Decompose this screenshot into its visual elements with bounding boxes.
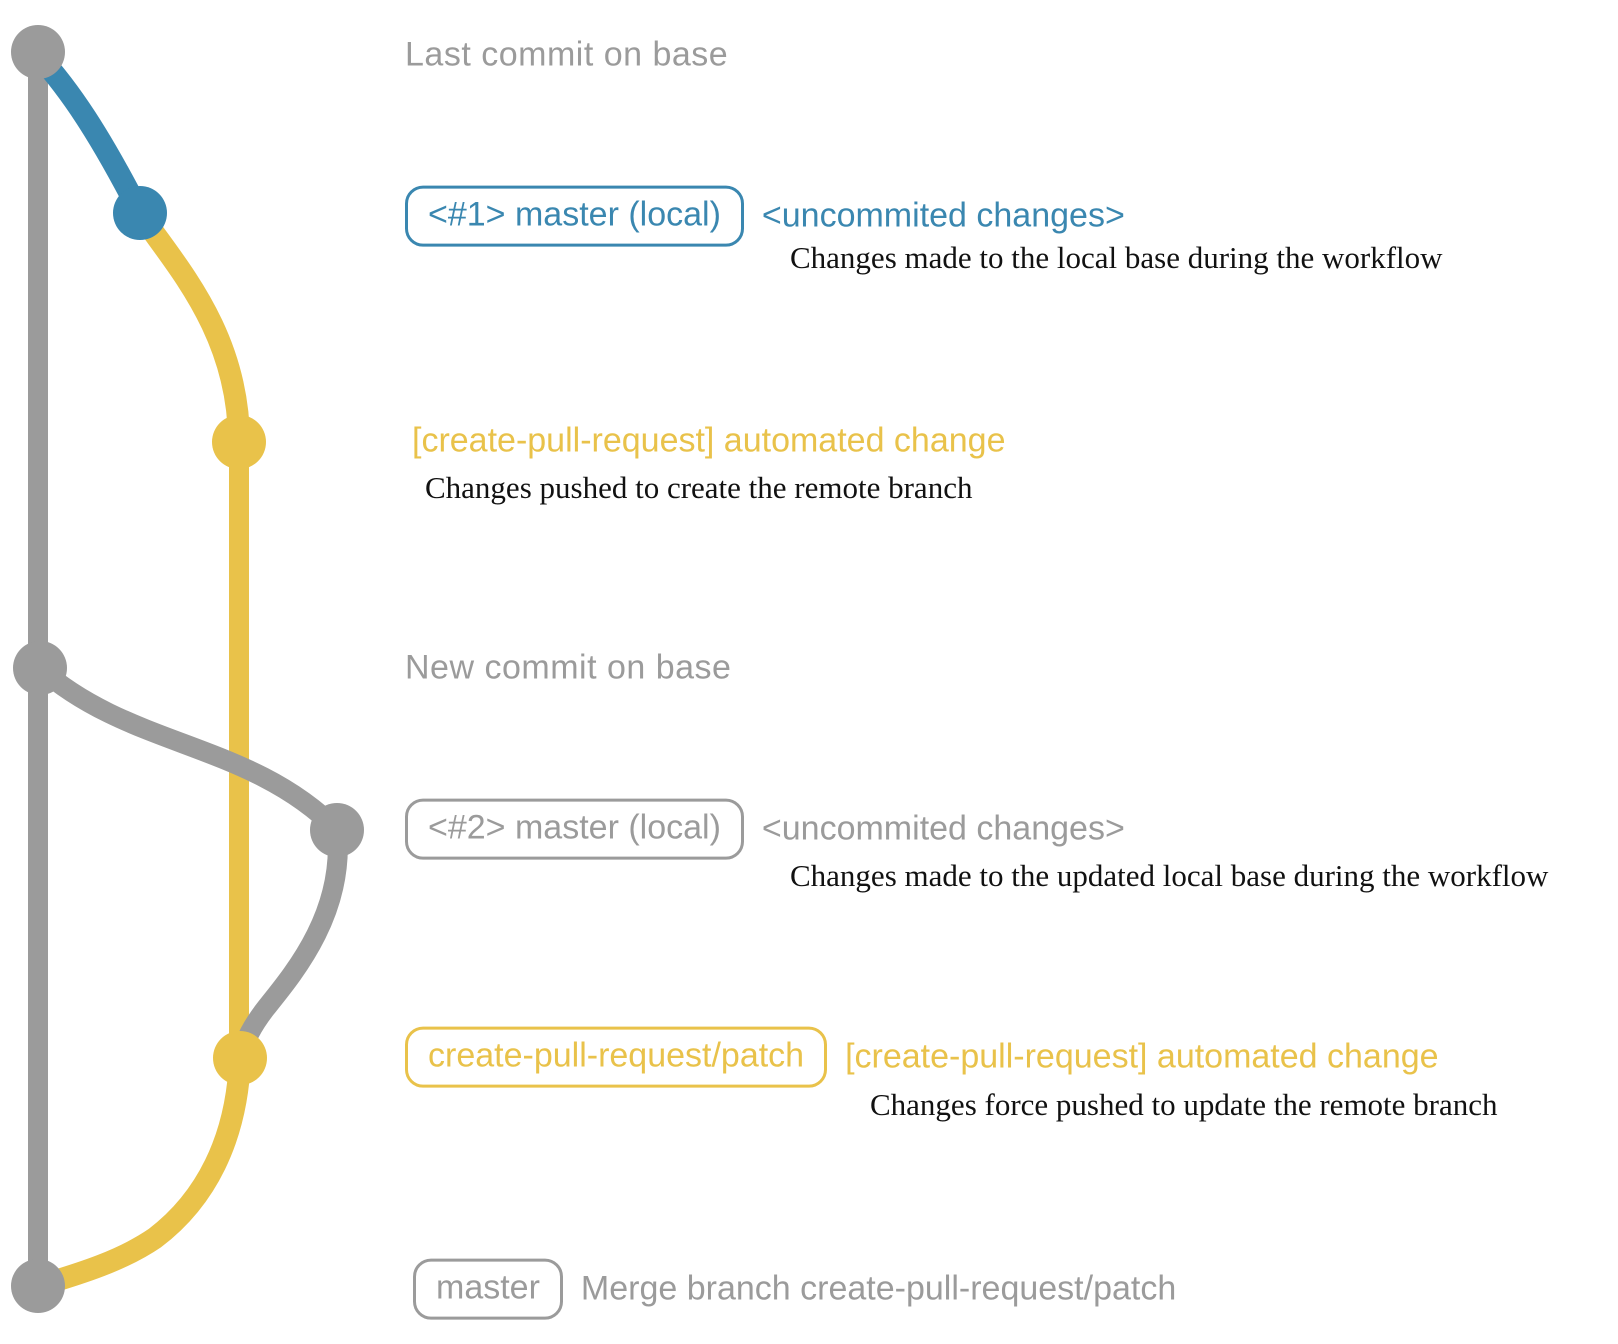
commit-description-1: Changes made to the local base during th… — [790, 240, 1443, 275]
commit-dot-last-base — [11, 25, 65, 79]
branch-badge-master-local-2: <#2> master (local) — [405, 798, 744, 860]
commit-description-4: Changes force pushed to update the remot… — [870, 1087, 1498, 1122]
branch-badge-patch: create-pull-request/patch — [405, 1026, 828, 1088]
commit-message-uncommited-2: <uncommited changes> — [761, 809, 1125, 848]
branch-badge-master-local-1: <#1> master (local) — [405, 185, 744, 247]
commit-message-automated-1: [create-pull-request] automated change — [412, 421, 1006, 460]
commit-dot-merge — [11, 1259, 65, 1313]
local-branch-curve — [27, 44, 151, 224]
commit-message-merge: Merge branch create-pull-request/patch — [580, 1269, 1177, 1308]
label-last-commit-on-base: Last commit on base — [405, 35, 729, 74]
commit-description-2: Changes pushed to create the remote bran… — [425, 470, 973, 505]
commit-dot-new-base — [13, 641, 67, 695]
commit-dot-patch-1 — [212, 415, 266, 469]
commit-description-3: Changes made to the updated local base d… — [790, 858, 1549, 893]
patch-branch-curve-1 — [129, 202, 250, 453]
commit-message-uncommited-1: <uncommited changes> — [761, 196, 1125, 235]
branch-badge-master: master — [413, 1258, 563, 1320]
commit-dot-local-2 — [310, 803, 364, 857]
label-new-commit-on-base: New commit on base — [405, 648, 732, 687]
commit-dot-patch-2 — [213, 1031, 267, 1085]
commit-message-automated-2: [create-pull-request] automated change — [845, 1037, 1439, 1076]
patch-merge-curve — [31, 1047, 251, 1296]
commit-dot-local-1 — [113, 186, 167, 240]
updated-local-branch-curve — [30, 658, 348, 1066]
